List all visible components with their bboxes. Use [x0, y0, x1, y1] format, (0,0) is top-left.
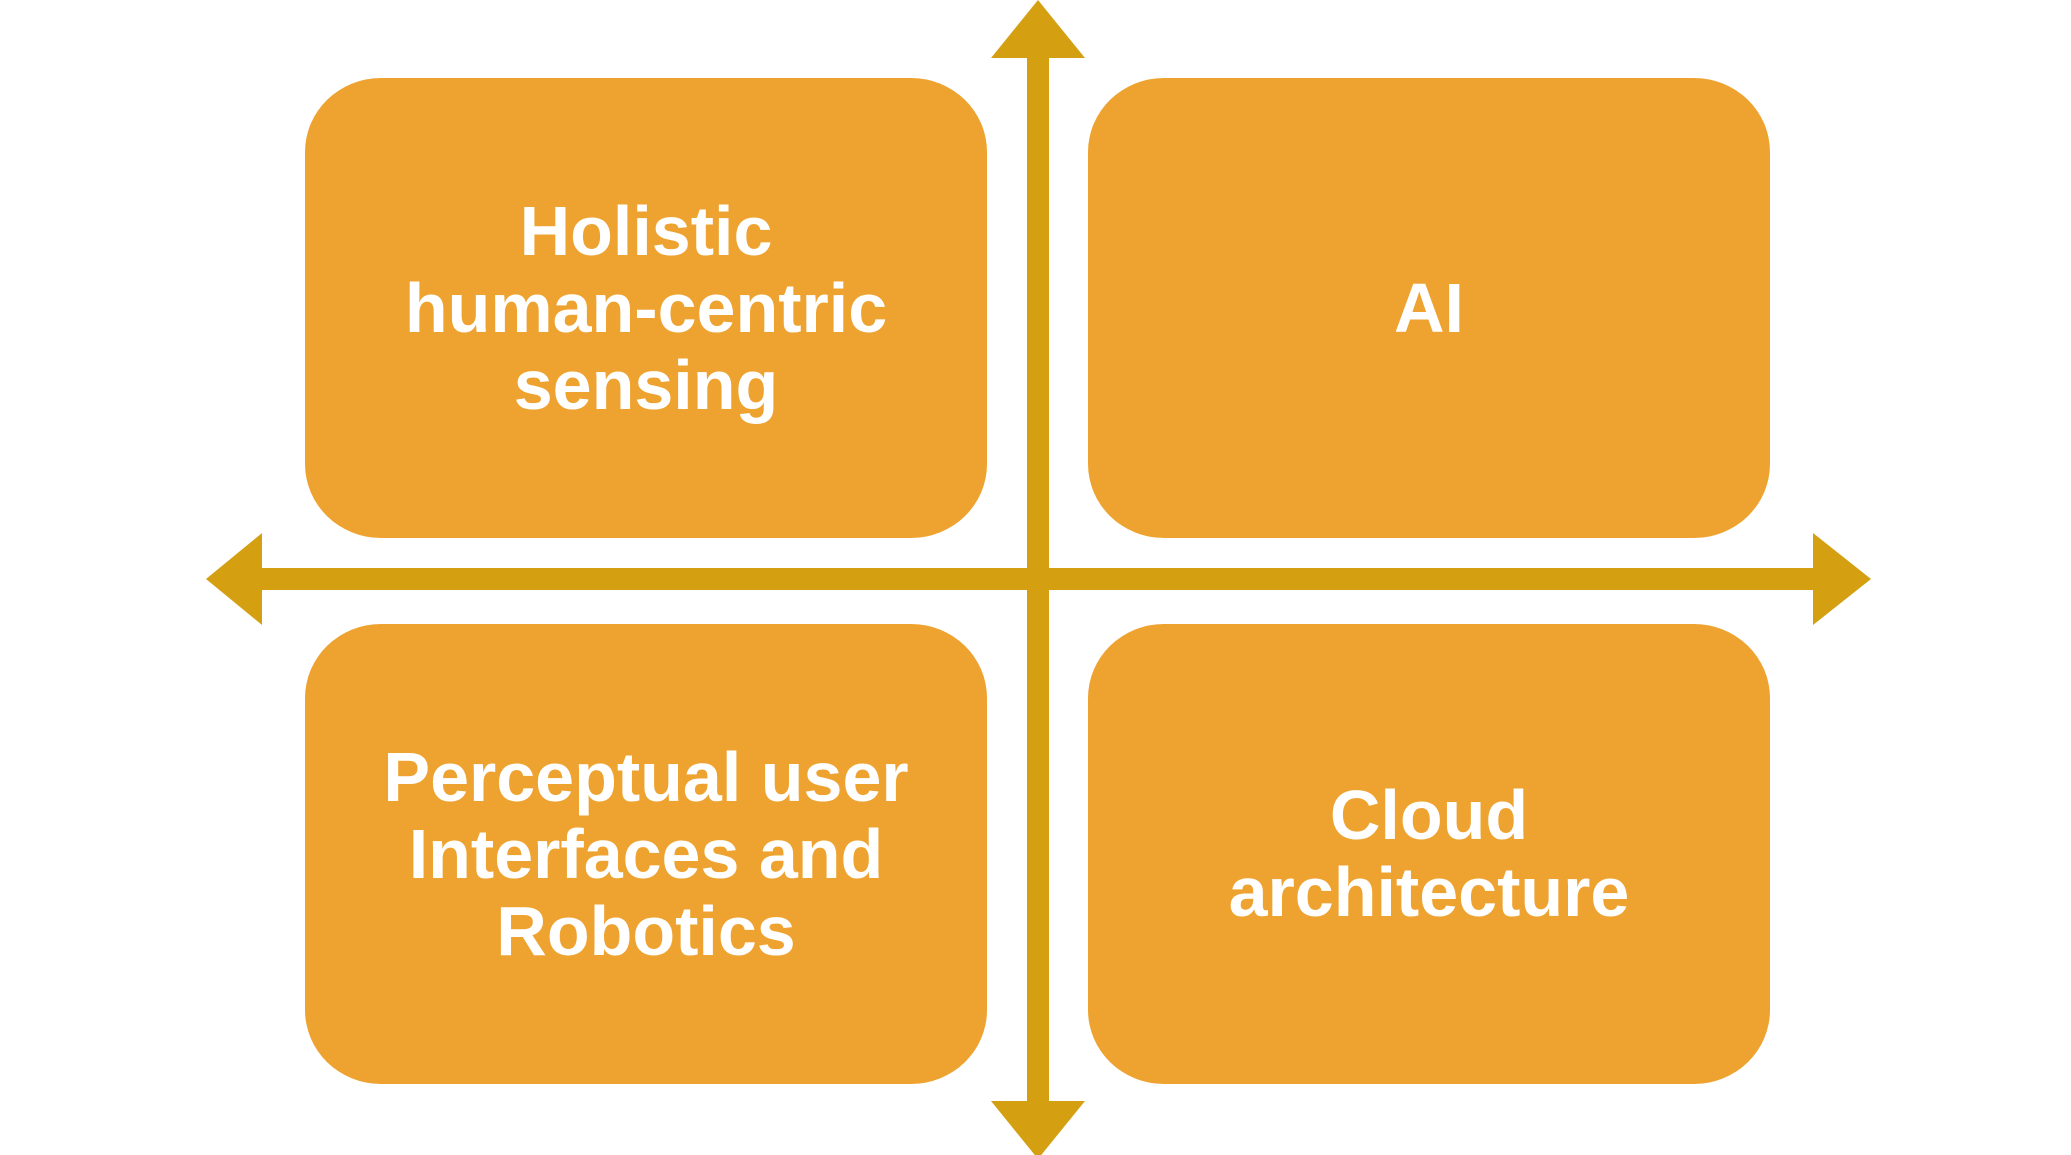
quadrant-top-left-label: Holistic human-centric sensing: [404, 191, 888, 424]
left-arrowhead-icon: [206, 533, 262, 625]
top-arrowhead-icon: [991, 0, 1085, 58]
vertical-axis-arrow-icon: [991, 0, 1085, 1155]
quadrant-top-left: Holistic human-centric sensing: [305, 78, 987, 538]
quadrant-top-right: AI: [1088, 78, 1770, 538]
right-arrowhead-icon: [1813, 533, 1871, 625]
bottom-arrowhead-icon: [991, 1101, 1085, 1155]
quadrant-top-right-label: AI: [1394, 268, 1464, 347]
quadrant-bottom-right-label: Cloud architecture: [1228, 776, 1630, 931]
quadrant-bottom-left-label: Perceptual user Interfaces and Robotics: [383, 737, 909, 970]
quadrant-bottom-right: Cloud architecture: [1088, 624, 1770, 1084]
vertical-axis-shaft: [1027, 58, 1049, 1101]
quadrant-bottom-left: Perceptual user Interfaces and Robotics: [305, 624, 987, 1084]
